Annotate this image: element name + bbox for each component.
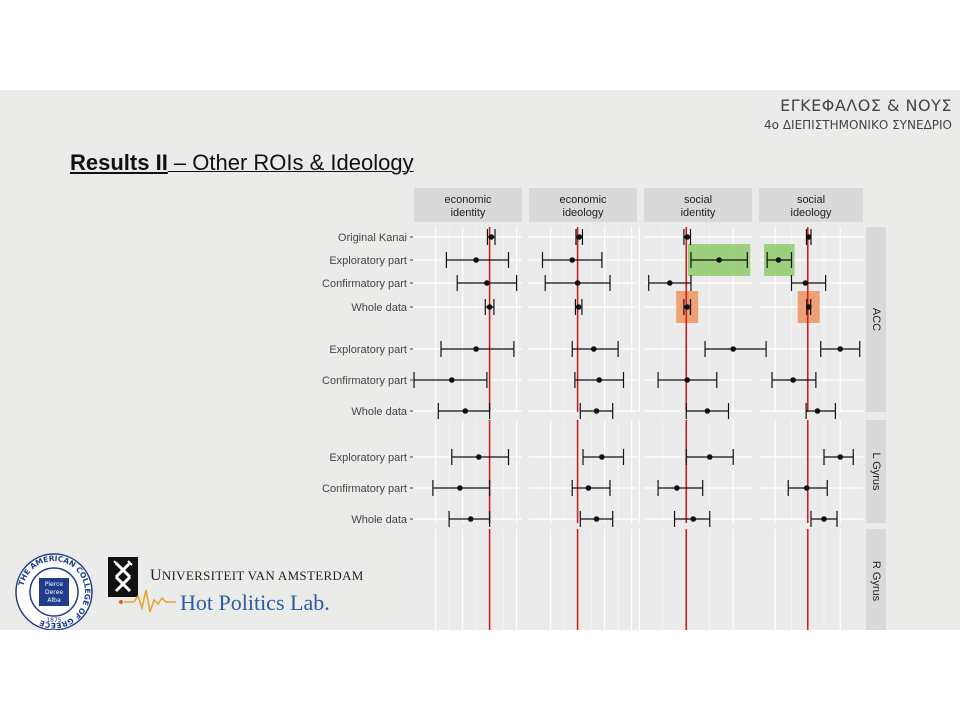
pulse-wave-icon <box>119 589 176 613</box>
point-estimate <box>488 234 495 240</box>
point-estimate <box>790 377 796 383</box>
panel-background <box>644 529 752 630</box>
panel-background <box>414 529 522 630</box>
y-tick-label: Confirmatory part <box>322 375 407 387</box>
panel-background <box>759 420 863 523</box>
y-tick-label: Original Kanai <box>338 232 407 244</box>
point-estimate <box>457 485 463 491</box>
point-estimate <box>473 346 479 352</box>
panel-background <box>414 420 522 523</box>
panel-background <box>529 420 637 523</box>
point-estimate <box>596 377 602 383</box>
panel-background <box>529 227 637 412</box>
point-estimate <box>814 408 821 414</box>
hot-politics-lab-name: Hot Politics Lab. <box>180 590 330 615</box>
facet-strip-label: ideology <box>791 207 832 219</box>
point-estimate <box>576 234 583 240</box>
point-estimate <box>585 485 592 491</box>
row-strip-label: L Gyrus <box>870 452 882 491</box>
point-estimate <box>476 454 482 460</box>
point-estimate <box>802 280 809 286</box>
uva-crest-icon <box>108 557 138 597</box>
facet-strip-label: economic <box>559 194 607 206</box>
y-tick-label: Exploratory part <box>329 255 407 267</box>
facet-strip <box>644 188 752 222</box>
point-estimate <box>569 257 575 263</box>
conference-title-line1: ΕΓΚΕΦΑΛΟΣ & ΝΟΥΣ <box>780 96 952 115</box>
point-estimate <box>484 280 490 286</box>
point-estimate <box>704 408 711 414</box>
y-tick-label: Whole data <box>351 406 408 418</box>
facet-strip-label: identity <box>451 207 486 219</box>
point-estimate <box>716 257 722 263</box>
point-estimate <box>575 304 582 310</box>
facet-strip <box>529 188 637 222</box>
point-estimate <box>462 408 469 414</box>
point-estimate <box>473 257 479 263</box>
y-tick-label: Confirmatory part <box>322 278 407 290</box>
point-estimate <box>593 516 600 522</box>
facet-strip-label: identity <box>681 207 716 219</box>
svg-text:Deree: Deree <box>45 589 63 596</box>
point-estimate <box>684 377 690 383</box>
point-estimate <box>486 304 493 310</box>
facet-strip <box>759 188 863 222</box>
point-estimate <box>684 234 690 240</box>
facet-strip-label: ideology <box>563 207 604 219</box>
y-tick-label: Whole data <box>351 302 408 314</box>
uva-name: UNIVERSITEIT VAN AMSTERDAM <box>150 567 364 584</box>
point-estimate <box>775 257 782 263</box>
panel-background <box>529 529 637 630</box>
point-estimate <box>467 516 474 522</box>
conference-title: ΕΓΚΕΦΑΛΟΣ & ΝΟΥΣ 4ο ΔΙΕΠΙΣΤΗΜΟΝΙΚΟ ΣΥΝΕΔ… <box>764 96 952 132</box>
point-estimate <box>599 454 605 460</box>
row-strip <box>866 227 886 412</box>
row-strip-label: R Gyrus <box>870 561 882 602</box>
panel-background <box>759 529 863 630</box>
point-estimate <box>805 234 812 240</box>
point-estimate <box>674 485 680 491</box>
panel-background <box>644 420 752 523</box>
point-estimate <box>837 346 844 352</box>
slide: ΕΓΚΕΦΑΛΟΣ & ΝΟΥΣ 4ο ΔΙΕΠΙΣΤΗΜΟΝΙΚΟ ΣΥΝΕΔ… <box>0 90 960 630</box>
slide-heading-bold: Results II <box>70 150 168 175</box>
point-estimate <box>667 280 673 286</box>
y-tick-label: Confirmatory part <box>322 483 407 495</box>
point-estimate <box>690 516 697 522</box>
row-strip <box>866 529 886 630</box>
college-seal-logo: THE AMERICAN COLLEGE OF GREECE Pierce De… <box>15 553 93 630</box>
row-strip-label: ACC <box>870 308 882 331</box>
point-estimate <box>837 454 844 460</box>
point-estimate <box>449 377 455 383</box>
point-estimate <box>591 346 597 352</box>
y-tick-label: Exploratory part <box>329 344 407 356</box>
point-estimate <box>803 485 810 491</box>
y-tick-label: Exploratory part <box>329 452 407 464</box>
svg-text:1875: 1875 <box>46 617 61 624</box>
svg-text:Pierce: Pierce <box>45 581 63 588</box>
forest-plot: economicidentityeconomicideologysocialid… <box>322 188 886 630</box>
y-tick-label: Whole data <box>351 514 408 526</box>
conference-title-line2: 4ο ΔΙΕΠΙΣΤΗΜΟΝΙΚΟ ΣΥΝΕΔΡΙΟ <box>764 118 952 132</box>
point-estimate <box>805 304 812 310</box>
slide-heading-rest: – Other ROIs & Ideology <box>167 150 414 175</box>
point-estimate <box>730 346 737 352</box>
facet-strip <box>414 188 522 222</box>
facet-strip-label: social <box>684 194 712 206</box>
point-estimate <box>593 408 600 414</box>
point-estimate <box>684 304 690 310</box>
facet-strip-label: economic <box>444 194 492 206</box>
row-strip <box>866 420 886 523</box>
panel-background <box>414 227 522 412</box>
slide-heading: Results II – Other ROIs & Ideology <box>70 150 414 176</box>
point-estimate <box>706 454 713 460</box>
svg-text:Alba: Alba <box>47 597 61 604</box>
point-estimate <box>821 516 827 522</box>
facet-strip-label: social <box>797 194 825 206</box>
point-estimate <box>574 280 581 286</box>
